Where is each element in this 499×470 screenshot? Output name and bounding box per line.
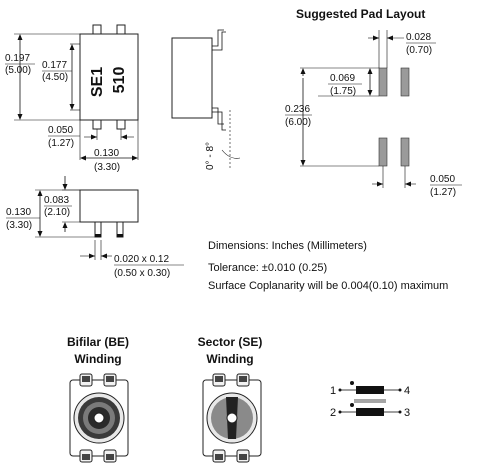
dim-side-h-in: 0.130 (6, 207, 31, 218)
part-marking-line2: 510 (111, 67, 128, 94)
note-tolerance: Tolerance: ±0.010 (0.25) (208, 262, 327, 274)
terminal (92, 119, 102, 130)
pad-layout-title: Suggested Pad Layout (296, 7, 425, 21)
dim-angle: 0° - 8° (205, 142, 216, 170)
end-view: 0.130 (3.30) 0.083 (2.10) 0.020 x 0.12 (… (6, 176, 184, 279)
pad-pitch-in: 0.050 (430, 174, 455, 185)
pad-width-in: 0.028 (406, 32, 431, 43)
schematic: 1 2 4 3 (330, 381, 410, 419)
side-view: 0° - 8° (171, 29, 241, 170)
dim-pitch-mm: (1.27) (48, 138, 74, 149)
note-dimensions: Dimensions: Inches (Millimeters) (208, 240, 367, 252)
dim-lead-in: 0.020 x 0.12 (114, 254, 169, 265)
pad-width-mm: (0.70) (406, 45, 432, 56)
winding-1 (356, 386, 384, 394)
pin3-label: 3 (404, 407, 410, 419)
winding-2 (356, 408, 384, 416)
pad (400, 67, 410, 97)
pad (378, 67, 388, 97)
dim-body-h-in: 0.083 (44, 195, 69, 206)
part-marking-line1: SE1 (89, 67, 106, 97)
terminal (116, 24, 126, 35)
pin4-label: 4 (404, 385, 410, 397)
terminal (92, 24, 102, 35)
bifilar-winding: Bifilar (BE) Winding (67, 335, 129, 463)
polarity-dot (350, 381, 354, 385)
component-body-end (79, 189, 139, 223)
terminal (116, 119, 126, 130)
notes: Dimensions: Inches (Millimeters) Toleran… (208, 240, 448, 292)
dim-body-h-mm: (2.10) (44, 207, 70, 218)
dim-side-h-mm: (3.30) (6, 220, 32, 231)
bifilar-title-line2: Winding (74, 352, 121, 366)
note-coplanarity: Surface Coplanarity will be 0.004(0.10) … (208, 280, 448, 292)
component-body-side (171, 37, 213, 119)
dim-pitch-in: 0.050 (48, 125, 73, 136)
sector-winding: Sector (SE) Winding (198, 335, 263, 463)
dim-height-in: 0.197 (5, 53, 30, 64)
pad-pitch-mm: (1.27) (430, 187, 456, 198)
dim-height-mm: (5.00) (5, 65, 31, 76)
pin2-label: 2 (330, 407, 336, 419)
dim-inner-in: 0.177 (42, 60, 67, 71)
polarity-dot (350, 403, 354, 407)
component-body-top (79, 33, 139, 121)
bifilar-title-line1: Bifilar (BE) (67, 335, 129, 349)
dim-inner-mm: (4.50) (42, 72, 68, 83)
dim-lead-mm: (0.50 x 0.30) (114, 268, 170, 279)
sector-title-line1: Sector (SE) (198, 335, 263, 349)
top-view: SE1 510 0.197 (5.00) 0.177 (4.50) 0.050 … (5, 24, 139, 173)
pad-layout: Suggested Pad Layout 0.028 (0.70) 0.069 … (285, 7, 462, 198)
pad-span-mm: (6.00) (285, 117, 311, 128)
pad (378, 137, 388, 167)
sector-title-line2: Winding (206, 352, 253, 366)
pad-length-in: 0.069 (330, 73, 355, 84)
dim-width-in: 0.130 (94, 148, 119, 159)
pad-length-mm: (1.75) (330, 86, 356, 97)
pad-span-in: 0.236 (285, 104, 310, 115)
pin1-label: 1 (330, 385, 336, 397)
dim-width-mm: (3.30) (94, 162, 120, 173)
pad (400, 137, 410, 167)
